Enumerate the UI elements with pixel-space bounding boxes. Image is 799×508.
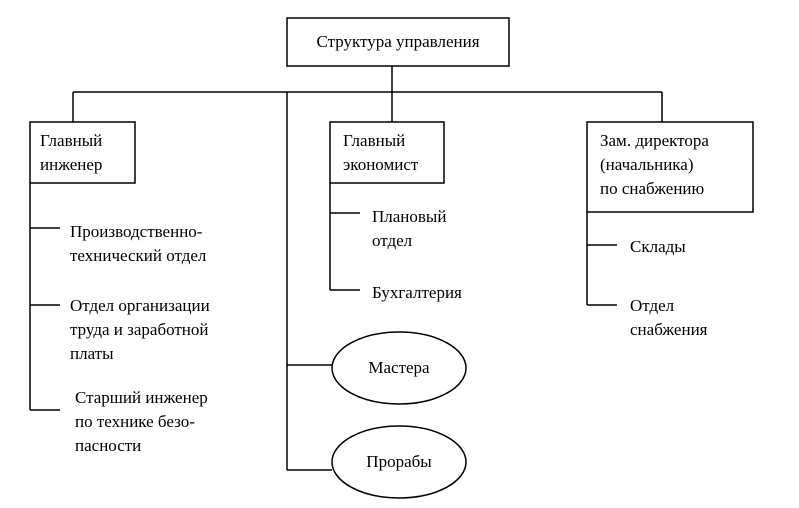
- branch-box-chief-engineer: [29, 121, 136, 184]
- child-supply-dept: Отдел снабжения: [630, 296, 708, 339]
- root-label: Структура управления: [316, 32, 480, 51]
- child-warehouses: Склады: [630, 237, 686, 256]
- branch-box-chief-economist: [329, 121, 445, 184]
- branch-title-chief-engineer: Главный инженер: [40, 131, 103, 174]
- child-planning-dept: Плановый отдел: [372, 207, 447, 250]
- ellipse-label-masters: Мастера: [368, 358, 430, 377]
- ellipse-masters: [331, 331, 467, 405]
- branch-box-deputy-supply: [586, 121, 754, 213]
- branch-title-chief-economist: Главный экономист: [343, 131, 419, 174]
- ellipse-label-foremen: Прорабы: [366, 452, 432, 471]
- child-accounting: Бухгалтерия: [372, 283, 462, 302]
- child-labor-wage-dept: Отдел организации труда и заработной пла…: [70, 296, 210, 363]
- branch-title-deputy-supply: Зам. директора (начальника) по снабжению: [600, 131, 709, 198]
- ellipse-foremen: [331, 425, 467, 499]
- child-production-technical-dept: Производственно- технический отдел: [70, 222, 207, 265]
- root-box: [286, 17, 510, 67]
- child-senior-safety-engineer: Старший инженер по технике безо- пасност…: [75, 388, 208, 455]
